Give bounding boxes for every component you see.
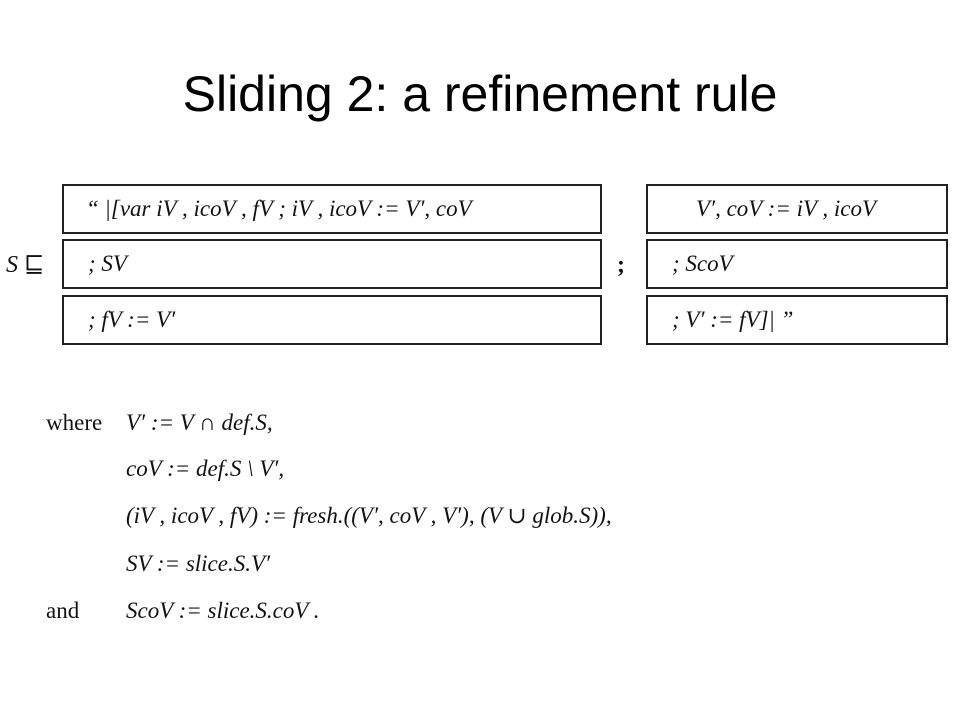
left-box-3: ; fV := V′ <box>62 295 602 345</box>
definition-cov: coV := def.S \ V′, <box>126 456 285 481</box>
sequential-separator: ; <box>617 252 625 278</box>
and-keyword: and <box>46 598 80 623</box>
definition-v-prime: V′ := V ∩ def.S, <box>126 410 273 435</box>
slide-title: Sliding 2: a refinement rule <box>182 66 778 122</box>
where-keyword: where <box>46 410 103 435</box>
left-box-1: “ |[var iV , icoV , fV ; iV , icoV := V′… <box>62 184 602 234</box>
definition-sv: SV := slice.S.V′ <box>126 551 271 576</box>
right-box-1: V′, coV := iV , icoV <box>646 184 948 234</box>
right-box-2: ; ScoV <box>646 239 948 289</box>
definition-fresh: (iV , icoV , fV) := fresh.((V′, coV , V′… <box>126 503 612 528</box>
refinement-lhs: S ⊑ <box>6 252 45 278</box>
right-box-3: ; V′ := fV]| ” <box>646 295 948 345</box>
left-box-2: ; SV <box>62 239 602 289</box>
definition-scov: ScoV := slice.S.coV . <box>126 598 320 623</box>
